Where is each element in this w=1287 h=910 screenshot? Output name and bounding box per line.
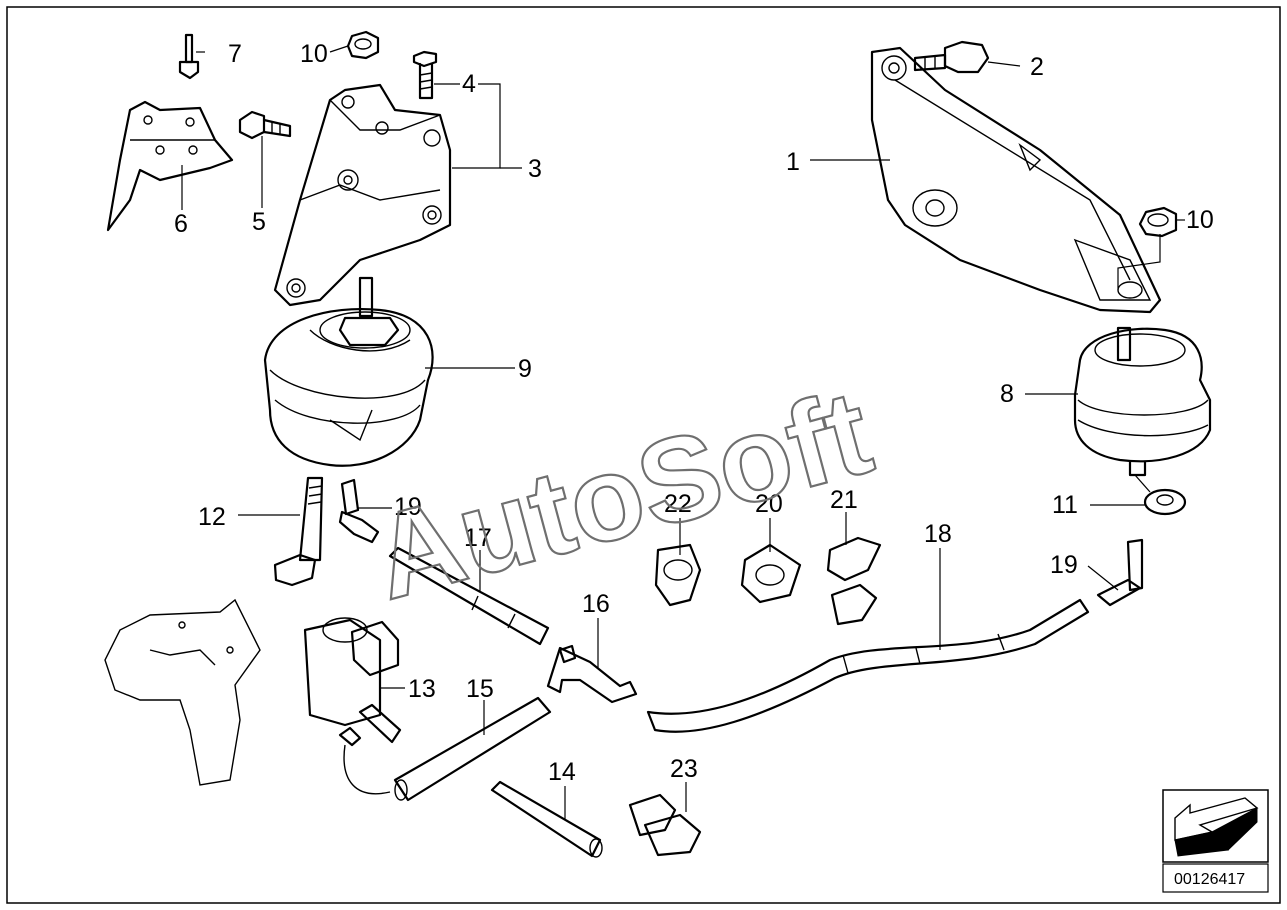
callout-14: 14 — [548, 758, 576, 786]
part-engine-mount-left — [263, 276, 434, 467]
part-heat-shield-bracket — [104, 598, 261, 786]
callout-20: 20 — [755, 490, 783, 518]
leader-lines — [181, 45, 1185, 820]
callout-numbers: 7 10 4 3 5 6 2 1 10 9 8 11 12 19 17 22 2… — [174, 40, 1214, 786]
callout-10-top: 10 — [300, 40, 328, 68]
callout-9: 9 — [518, 355, 532, 383]
callout-8: 8 — [1000, 380, 1014, 408]
part-nut-10-top — [346, 30, 380, 60]
part-engine-mount-right — [1073, 326, 1212, 477]
part-rivet-7 — [178, 33, 200, 80]
callout-22: 22 — [664, 490, 692, 518]
diagram-border — [6, 6, 1281, 904]
callout-19-right: 19 — [1050, 551, 1078, 579]
part-double-clip-21 — [826, 536, 882, 626]
callout-17: 17 — [464, 524, 492, 552]
callout-3: 3 — [528, 155, 542, 183]
part-hose-14 — [490, 780, 603, 858]
part-long-bolt-12 — [273, 476, 324, 587]
callout-23: 23 — [670, 755, 698, 783]
part-small-bracket — [106, 100, 234, 232]
watermark-text: AutoSoft — [360, 365, 884, 626]
part-bolt-4 — [412, 50, 438, 100]
orientation-arrow-box — [1162, 789, 1269, 863]
part-hose-15 — [393, 696, 552, 802]
callout-6: 6 — [174, 210, 188, 238]
part-nut-10-right — [1138, 206, 1178, 238]
callout-12: 12 — [198, 503, 226, 531]
part-engine-support-arm — [870, 46, 1162, 314]
callout-2: 2 — [1030, 53, 1044, 81]
part-bolt-5 — [238, 110, 292, 140]
callout-5: 5 — [252, 208, 266, 236]
part-double-clamp-23 — [628, 793, 702, 857]
callout-7: 7 — [228, 40, 242, 68]
catalog-code-box — [1162, 863, 1269, 893]
part-elbow-fitting-right — [1096, 538, 1144, 607]
catalog-code: 00126417 — [1174, 871, 1245, 888]
part-hose-17 — [388, 546, 550, 646]
callout-11: 11 — [1052, 491, 1078, 519]
callout-21: 21 — [830, 486, 858, 514]
callout-10-right: 10 — [1186, 206, 1214, 234]
callout-15: 15 — [466, 675, 494, 703]
part-engine-mount-bracket — [273, 83, 452, 307]
part-washer-11 — [1143, 488, 1187, 516]
callout-4: 4 — [462, 70, 476, 98]
callout-19-left: 19 — [394, 493, 422, 521]
part-clip-22 — [654, 543, 702, 607]
part-clamp-20 — [740, 543, 802, 604]
part-t-connector-16 — [546, 644, 638, 704]
callout-18: 18 — [924, 520, 952, 548]
part-long-hose-18 — [646, 598, 1090, 733]
callout-16: 16 — [582, 590, 610, 618]
callout-13: 13 — [408, 675, 436, 703]
part-bolt-2 — [913, 40, 990, 74]
part-elbow-fitting-left — [338, 478, 380, 544]
part-solenoid-valve-13 — [303, 617, 402, 795]
callout-1: 1 — [786, 148, 800, 176]
